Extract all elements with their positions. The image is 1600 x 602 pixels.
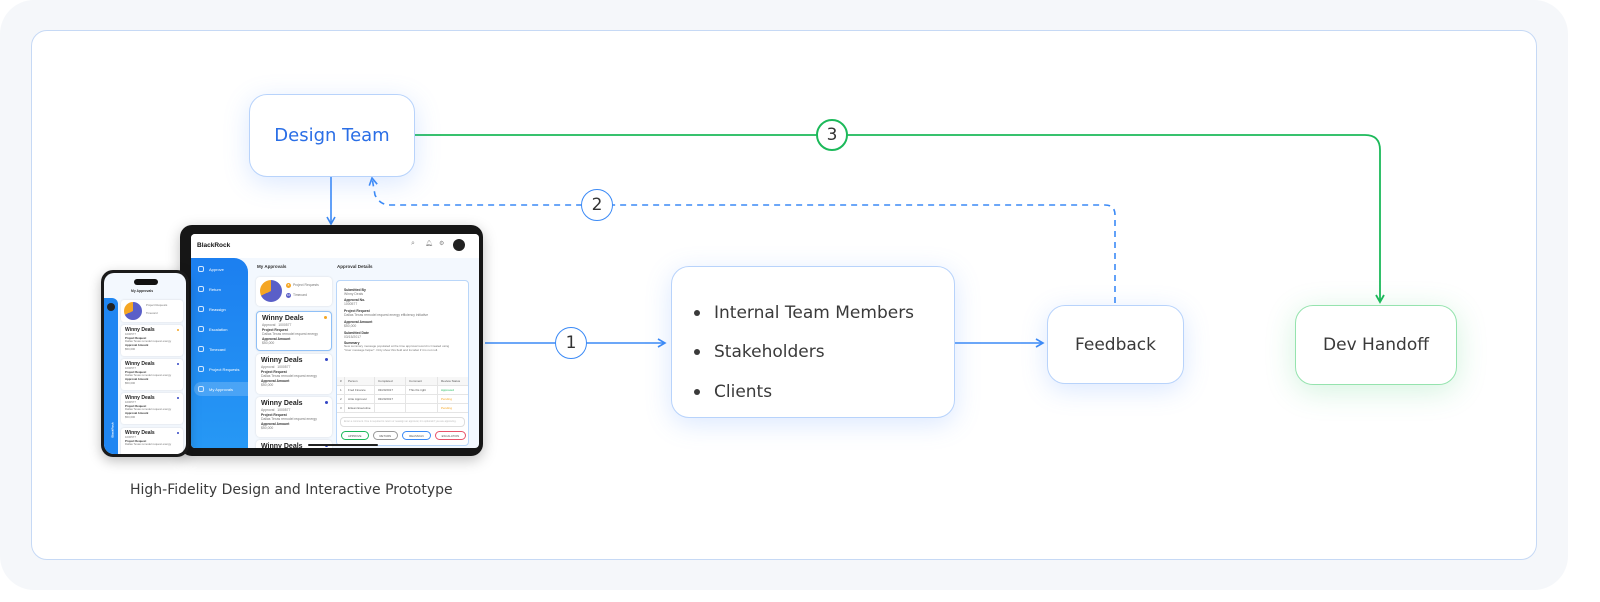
card-name: Winny Deals (261, 400, 303, 407)
sidebar-item: Reassign (198, 306, 226, 312)
step-3-badge: 3 (816, 119, 848, 151)
sidebar-item-active: My Approvals (194, 382, 249, 396)
feedback-node: Feedback (1047, 305, 1184, 384)
sidebar-item: Timecard (198, 346, 226, 352)
dev-handoff-node: Dev Handoff (1295, 305, 1457, 385)
approve-button: APPROVE (341, 431, 369, 440)
escalation-button: ESCALATION (434, 431, 467, 440)
phone-notch (134, 279, 158, 285)
sidebar-item: Project Requests (198, 366, 239, 372)
search-icon: ⌕ (411, 240, 415, 247)
card-name: Winny Deals (125, 327, 155, 333)
phone-screen: My Approvals BlackRock Project Requests … (104, 273, 186, 454)
app-header: BlackRock ⌕ 🔔︎ ⚙ (191, 234, 479, 258)
prototype-caption: High-Fidelity Design and Interactive Pro… (130, 482, 453, 498)
sidebar-item: Return (198, 286, 221, 292)
pie-chart (260, 280, 282, 302)
audience-item: Clients (694, 372, 954, 412)
card-name: Winny Deals (262, 315, 304, 322)
brand-logo: BlackRock (110, 422, 115, 438)
step-1-badge: 1 (555, 327, 587, 359)
step-2-badge: 2 (581, 189, 613, 221)
audience-item: Internal Team Members (694, 293, 954, 333)
return-button: RETURN (372, 431, 399, 440)
action-buttons: APPROVE RETURN REASSIGN ESCALATION (341, 431, 467, 440)
sidebar-item: Escalation (198, 326, 227, 332)
card-name: Winny Deals (261, 357, 303, 364)
avatar (453, 239, 465, 251)
card-name: Winny Deals (125, 361, 155, 367)
brand-logo: BlackRock (197, 242, 231, 249)
audience-item: Stakeholders (694, 333, 954, 373)
my-approvals-title: My Approvals (257, 264, 287, 269)
sidebar-item: Approve (198, 266, 224, 272)
gear-icon: ⚙ (439, 241, 445, 247)
comment-input: Enter a comment. One is required to retu… (340, 417, 465, 427)
phone-mockup: My Approvals BlackRock Project Requests … (101, 270, 189, 457)
details-title: Approval Details (337, 264, 373, 269)
phone-sidebar: BlackRock (104, 298, 118, 454)
tablet-mockup: BlackRock ⌕ 🔔︎ ⚙ Approve Return Reassign… (180, 225, 483, 456)
bell-icon: 🔔︎ (425, 241, 433, 247)
app-sidebar: Approve Return Reassign Escalation Timec… (191, 258, 249, 448)
pie-chart (124, 302, 142, 320)
chart-card: Project Requests Timecard (121, 300, 183, 322)
design-team-node: Design Team (249, 94, 415, 177)
tablet-screen: BlackRock ⌕ 🔔︎ ⚙ Approve Return Reassign… (191, 234, 479, 448)
arrow-step-2-dashed (368, 176, 1116, 303)
card-name: Winny Deals (125, 430, 155, 436)
audience-node: Internal Team Members Stakeholders Clien… (671, 266, 955, 418)
card-name: Winny Deals (125, 395, 155, 401)
reassign-button: REASSIGN (402, 431, 431, 440)
phone-title: My Approvals (131, 289, 154, 293)
card-name: Winny Deals (261, 443, 303, 448)
home-indicator (308, 444, 378, 446)
arrow-step-3 (415, 134, 1385, 304)
